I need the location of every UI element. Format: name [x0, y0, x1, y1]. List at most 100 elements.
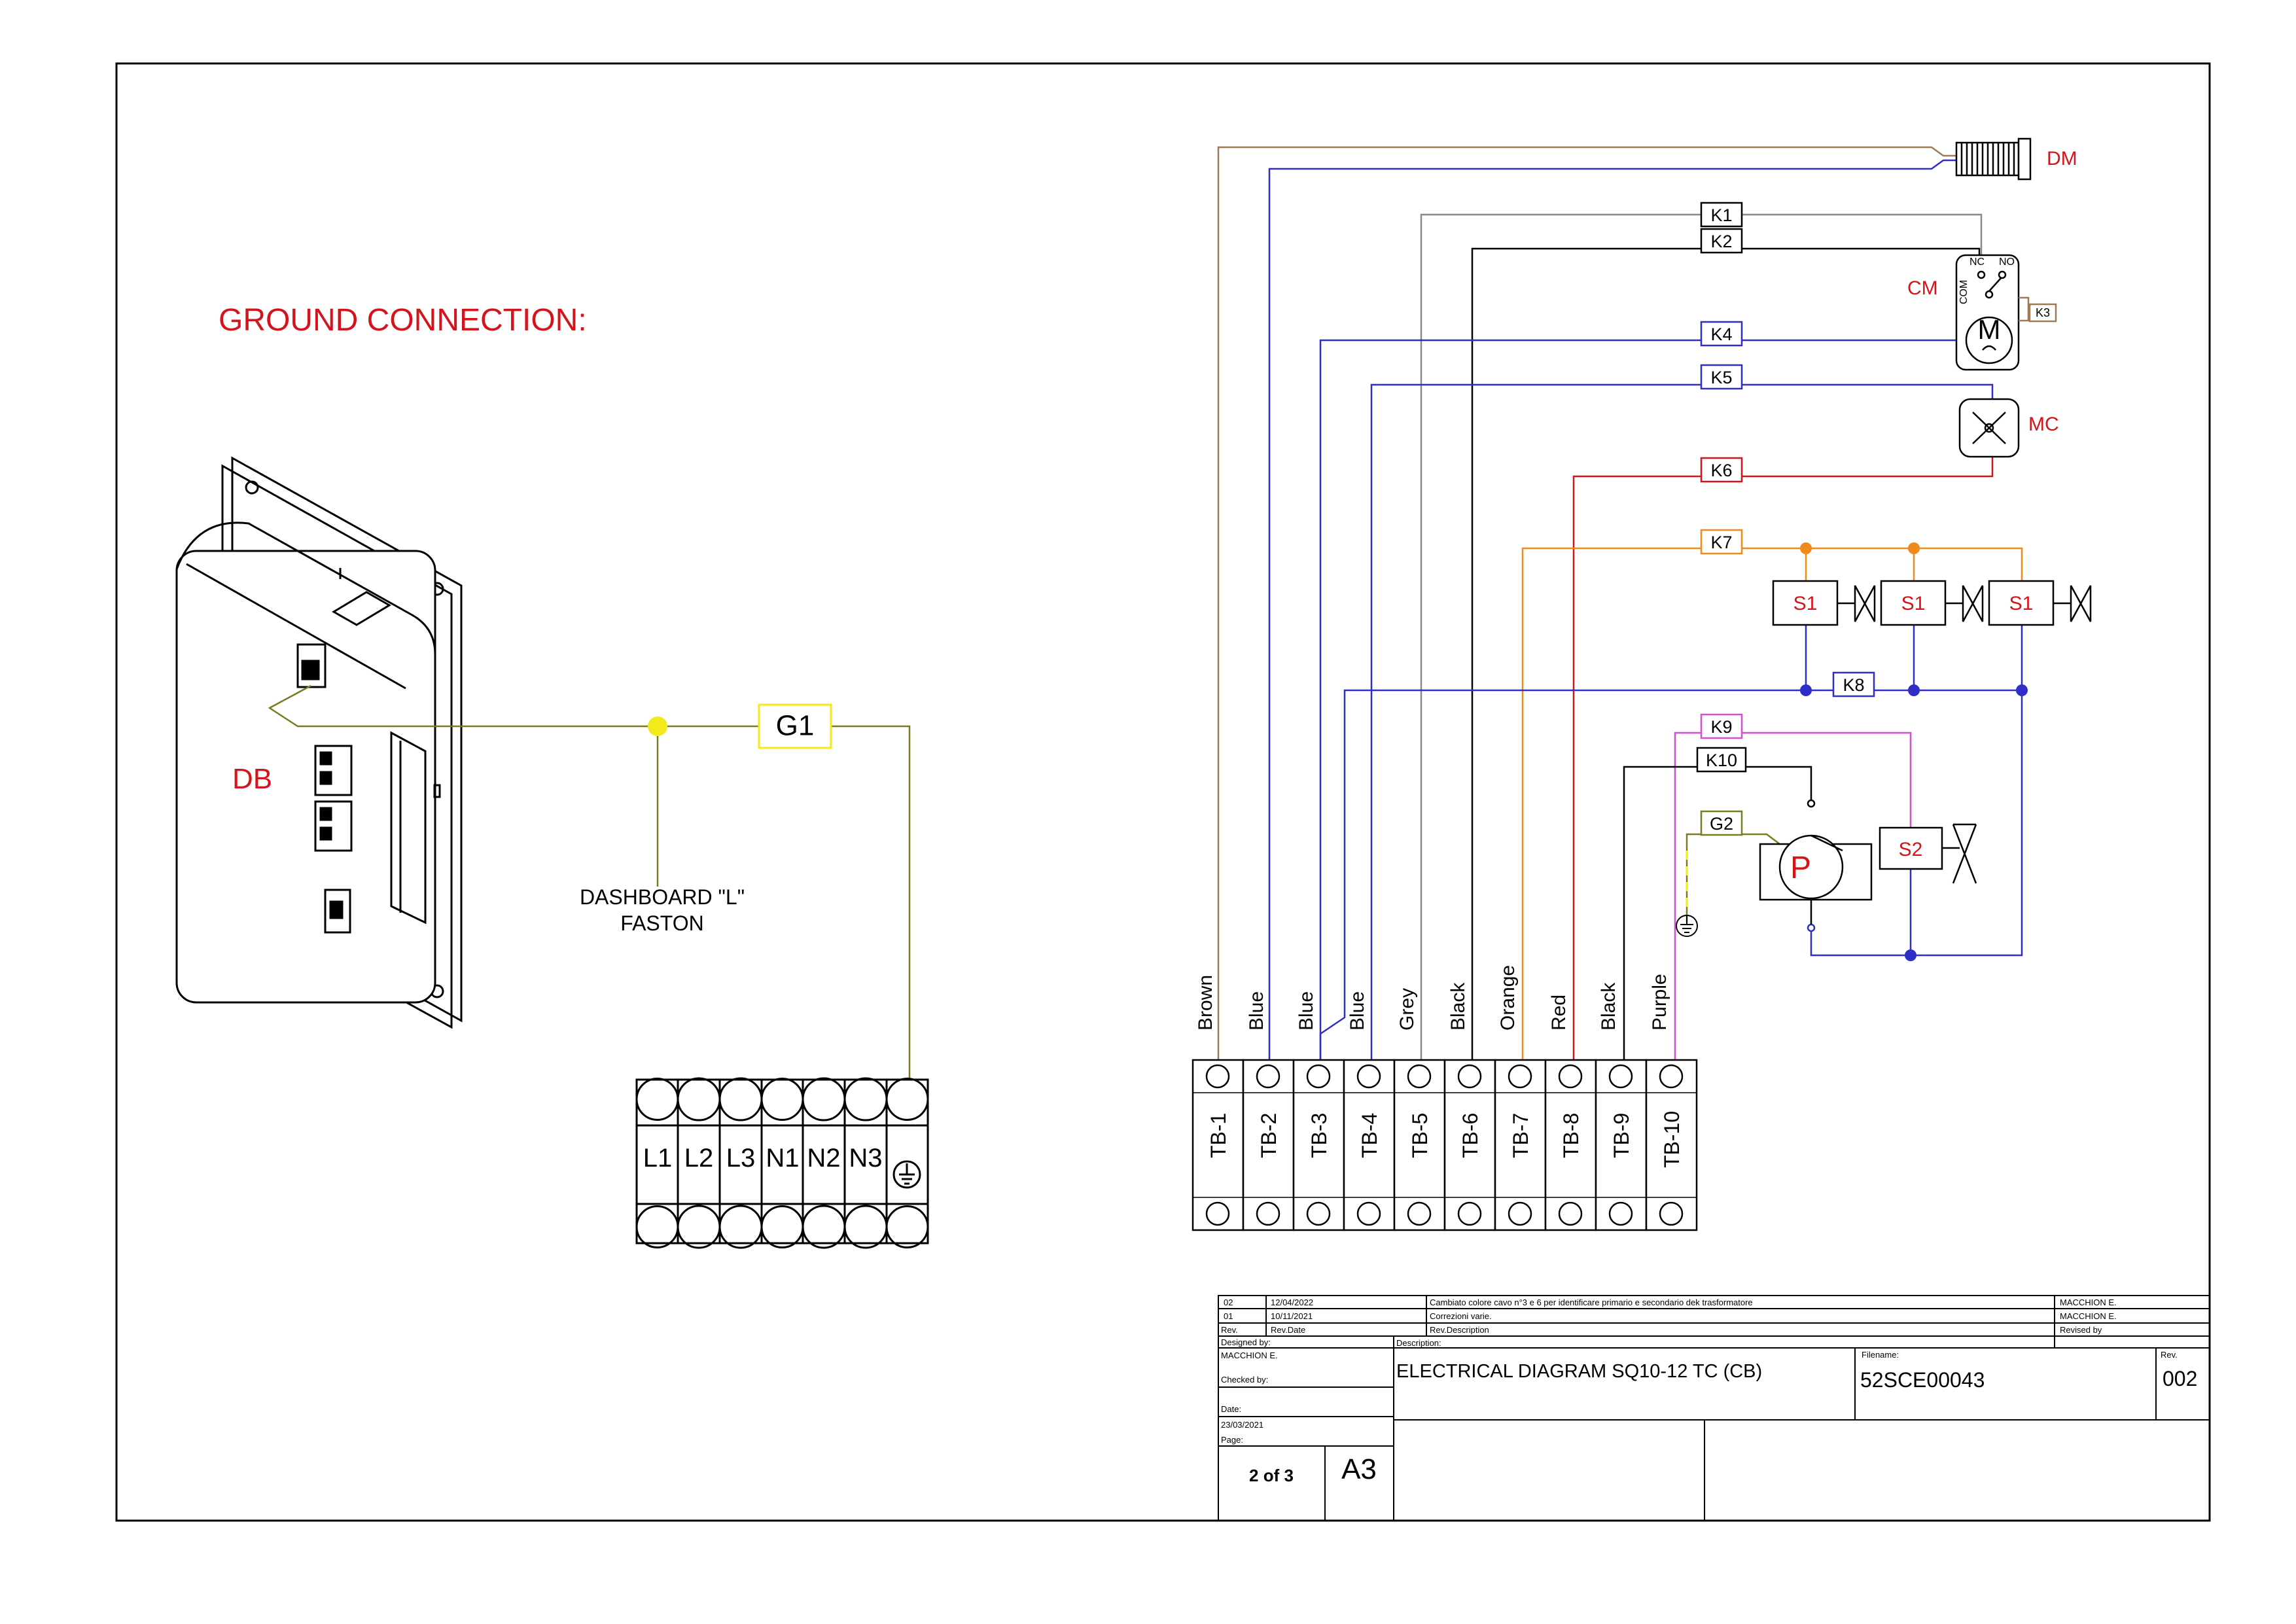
connector-k4-label: K4	[1710, 325, 1732, 344]
header-rev-date: Rev.Date	[1271, 1325, 1305, 1335]
wire-color-labels: Brown Blue Blue Blue Grey Black Orange R…	[1195, 965, 1670, 1031]
relay-no: NO	[1999, 256, 2015, 268]
connector-k4	[1700, 321, 1743, 347]
s1-label-a: S1	[1793, 593, 1818, 614]
rev-label: Rev.	[2161, 1350, 2178, 1360]
wire-label-tb4: Blue	[1347, 991, 1368, 1031]
connector-k9	[1700, 713, 1743, 739]
wire-k8-blue	[1319, 689, 2022, 1060]
relay-nc: NC	[1969, 256, 1985, 268]
connector-k8	[1832, 671, 1875, 697]
ground-connection-title: GROUND CONNECTION:	[219, 303, 587, 338]
header-revised-by: Revised by	[2060, 1325, 2102, 1335]
connector-k1	[1700, 202, 1743, 228]
ground-junction-dot	[648, 716, 667, 736]
relay-com: COM	[1958, 280, 1969, 304]
filename-value: 52SCE00043	[1860, 1368, 1985, 1392]
terminal-block-labels: TB-1 TB-2 TB-3 TB-4 TB-5 TB-6 TB-7 TB-8 …	[1207, 1111, 1684, 1168]
main-terminal-block	[1192, 1059, 1698, 1231]
wire-label-tb7: Orange	[1497, 965, 1519, 1031]
rev-row-01-by: MACCHION E.	[2060, 1311, 2117, 1321]
ground-connection-section: GROUND CONNECTION:	[175, 303, 929, 1249]
connector-k5-label: K5	[1710, 368, 1732, 387]
tb7-label: TB-7	[1509, 1113, 1532, 1158]
g2-ground-symbol	[1676, 915, 1698, 937]
s2-component	[1879, 823, 1977, 884]
wire-label-tb6: Black	[1447, 982, 1469, 1031]
mc-component: MC	[1958, 398, 2059, 458]
junction-dot	[1908, 684, 1920, 696]
rev-row-02-desc: Cambiato colore cavo n°3 e 6 per identif…	[1430, 1297, 1753, 1307]
tb1-label: TB-1	[1207, 1113, 1230, 1158]
rev-row-02-date: 12/04/2022	[1271, 1297, 1313, 1307]
tb8-label: TB-8	[1559, 1113, 1583, 1158]
pump-label: P	[1790, 851, 1811, 885]
cm-label: CM	[1907, 277, 1938, 299]
mc-label: MC	[2028, 414, 2059, 435]
tb3-label: TB-3	[1307, 1113, 1331, 1158]
s2-label: S2	[1899, 839, 1923, 860]
faston-label-line1: DASHBOARD "L"	[580, 885, 745, 909]
s1-label-b: S1	[1901, 593, 1926, 614]
tb2-label: TB-2	[1257, 1113, 1280, 1158]
connector-k7-label: K7	[1710, 533, 1732, 552]
rev-row-01-rev: 01	[1224, 1311, 1233, 1321]
connector-k1-label: K1	[1710, 205, 1732, 225]
wire-label-tb2: Blue	[1246, 991, 1267, 1031]
wire-tb10-purple	[1674, 732, 1912, 1060]
page-label: Page:	[1221, 1435, 1243, 1445]
tb6-label: TB-6	[1458, 1113, 1482, 1158]
relay-k3: K3	[2036, 306, 2050, 319]
pump-component	[1759, 799, 1873, 932]
terminal-label-l2: L2	[684, 1144, 714, 1173]
wire-tb3-blue	[1319, 339, 1966, 1060]
connector-g2	[1700, 810, 1743, 836]
description-value: ELECTRICAL DIAGRAM SQ10-12 TC (CB)	[1396, 1361, 1762, 1382]
junction-dot	[1908, 542, 1920, 554]
wire-label-tb1: Brown	[1195, 975, 1216, 1031]
junction-dot	[1905, 949, 1916, 961]
ground-wire	[268, 684, 911, 1080]
rev-row-02-rev: 02	[1224, 1297, 1233, 1307]
connector-k6	[1700, 457, 1743, 483]
wire-tb4-blue	[1370, 383, 1994, 1060]
db-label: DB	[232, 763, 272, 795]
tb10-label: TB-10	[1660, 1111, 1684, 1168]
rev-row-01-desc: Correzioni varie.	[1430, 1311, 1492, 1321]
designed-by-label: Designed by:	[1221, 1337, 1271, 1347]
checked-by-label: Checked by:	[1221, 1375, 1268, 1385]
connector-k5	[1700, 364, 1743, 390]
connector-k6-label: K6	[1710, 461, 1732, 480]
connector-g2-label: G2	[1710, 814, 1733, 834]
connector-k8-label: K8	[1843, 675, 1864, 695]
cm-motor-letter: M	[1978, 314, 2001, 345]
terminal-label-l1: L1	[643, 1144, 673, 1173]
rev-value: 002	[2163, 1367, 2197, 1390]
tb4-label: TB-4	[1358, 1113, 1381, 1158]
g1-label: G1	[776, 710, 815, 742]
rev-row-01-date: 10/11/2021	[1271, 1311, 1313, 1321]
wire-tb7-orange	[1521, 547, 2023, 1060]
wire-label-tb3: Blue	[1296, 991, 1317, 1031]
format-value: A3	[1341, 1453, 1377, 1485]
junction-dot	[2016, 684, 2028, 696]
connector-k10-label: K10	[1706, 750, 1737, 770]
date-label: Date:	[1221, 1404, 1241, 1414]
connector-k2-label: K2	[1710, 232, 1732, 251]
date-value: 23/03/2021	[1221, 1420, 1263, 1430]
wire-tb2-blue	[1268, 159, 1956, 1060]
wire-label-tb5: Grey	[1396, 988, 1418, 1031]
terminal-label-n3: N3	[849, 1144, 882, 1173]
s1-solenoids	[1772, 580, 2092, 626]
faston-label-line2: FASTON	[620, 911, 703, 935]
page-value: 2 of 3	[1249, 1466, 1294, 1485]
designed-by-value: MACCHION E.	[1221, 1350, 1278, 1360]
tb5-label: TB-5	[1408, 1113, 1432, 1158]
wire-tb8-red	[1572, 457, 1994, 1060]
header-rev: Rev.	[1221, 1325, 1238, 1335]
dm-label: DM	[2047, 148, 2077, 169]
filename-label: Filename:	[1862, 1350, 1899, 1360]
connector-k9-label: K9	[1710, 717, 1732, 737]
tb9-label: TB-9	[1610, 1113, 1633, 1158]
